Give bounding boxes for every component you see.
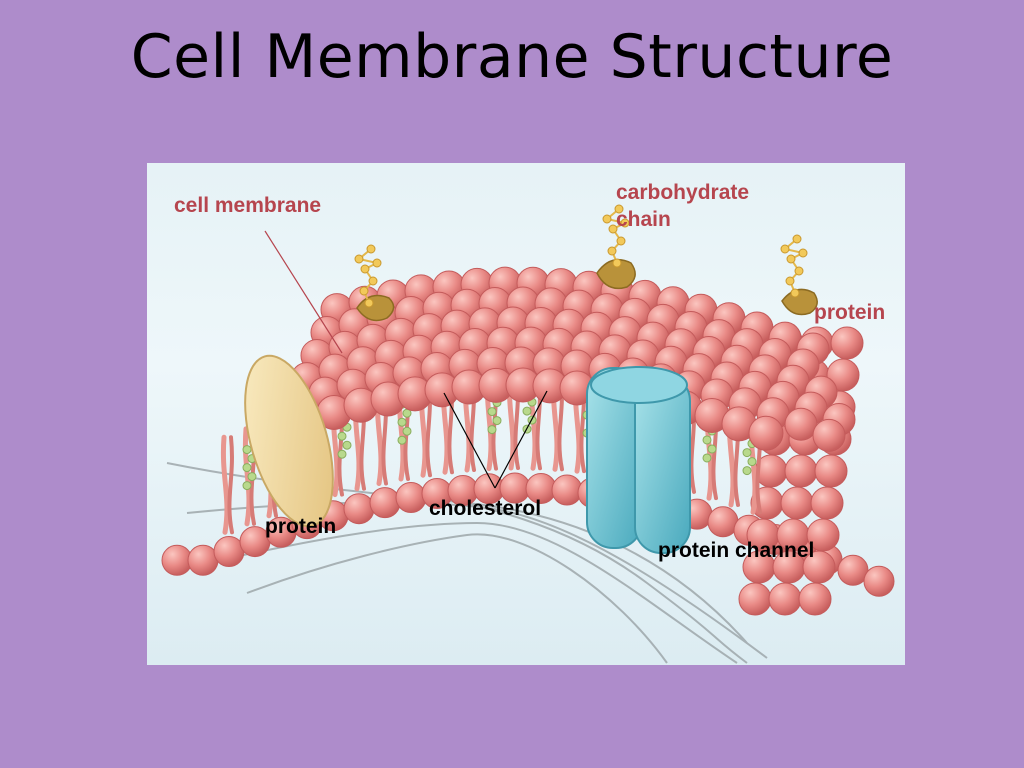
cholesterol-dot — [492, 416, 502, 426]
sugar-unit — [366, 244, 376, 254]
sugar-unit — [798, 248, 808, 258]
sugar-unit — [794, 266, 804, 276]
sugar-unit — [368, 276, 378, 286]
sugar-unit — [359, 286, 369, 296]
label-cell-membrane: cell membrane — [174, 194, 322, 217]
label-carbohydrate-line2: chain — [616, 208, 671, 232]
phospholipid-tail — [242, 426, 252, 527]
label-protein-left: protein — [265, 515, 337, 538]
cholesterol-dot — [397, 417, 407, 427]
sugar-unit — [372, 258, 382, 268]
phospholipid-tail — [227, 435, 234, 535]
sugar-unit — [620, 218, 630, 228]
phospholipid-head — [187, 544, 219, 576]
cholesterol-dot — [247, 472, 257, 482]
phospholipid-head — [812, 418, 846, 452]
sugar-unit — [360, 264, 370, 274]
cholesterol-dot — [242, 445, 252, 455]
phospholipid-tail — [220, 434, 230, 535]
sugar-unit — [786, 254, 796, 264]
phospholipid-head — [738, 582, 772, 616]
sugar-unit — [785, 276, 795, 286]
phospholipid-head — [551, 474, 583, 506]
phospholipid-head — [830, 326, 864, 360]
sugar-unit — [364, 298, 374, 308]
cholesterol-dot — [337, 449, 347, 459]
label-pointer-lines — [264, 230, 548, 489]
cholesterol-dot — [402, 426, 412, 436]
cholesterol-dot — [342, 440, 352, 450]
label-carbohydrate-chain: carbohydrate chain — [616, 179, 749, 234]
phospholipid-head — [863, 565, 895, 597]
channel-protein — [586, 366, 691, 554]
phospholipid-head — [784, 407, 818, 441]
cholesterol-dot — [702, 435, 712, 445]
label-protein-top: protein — [814, 301, 886, 324]
sugar-unit — [616, 236, 626, 246]
phospholipid-head — [780, 486, 814, 520]
cholesterol-dot — [242, 481, 252, 491]
sugar-unit — [354, 254, 364, 264]
phospholipid-head — [814, 454, 848, 488]
cholesterol-dot — [522, 406, 532, 416]
sugar-unit — [780, 244, 790, 254]
label-protein-channel: protein channel — [658, 539, 815, 562]
phospholipid-head — [837, 554, 869, 586]
sugar-unit — [790, 288, 800, 298]
membrane-diagram: cell membrane carbohydrate chain protein… — [147, 163, 905, 665]
label-cholesterol: cholesterol — [429, 497, 542, 520]
cholesterol-dot — [742, 448, 752, 458]
phospholipid-head — [369, 487, 401, 519]
phospholipid-head — [784, 454, 818, 488]
cholesterol-dot — [747, 457, 757, 467]
slide-title: Cell Membrane Structure — [130, 22, 894, 92]
cholesterol-dot — [487, 425, 497, 435]
sugar-unit — [612, 258, 622, 268]
cholesterol-dot — [337, 431, 347, 441]
phospholipid-head — [707, 506, 739, 538]
phospholipid-head — [395, 482, 427, 514]
sugar-unit — [614, 204, 624, 214]
phospholipid-head — [798, 582, 832, 616]
cholesterol-dot — [397, 435, 407, 445]
integral-protein — [244, 354, 334, 528]
sugar-unit — [792, 234, 802, 244]
sugar-unit — [607, 246, 617, 256]
phospholipid-head — [768, 582, 802, 616]
membrane-illustration — [161, 204, 895, 664]
sugar-unit — [602, 214, 612, 224]
label-carbohydrate-line1: carbohydrate — [616, 181, 750, 204]
phospholipid-head — [810, 486, 844, 520]
carbohydrate-chains — [354, 204, 808, 308]
cholesterol-dot — [742, 466, 752, 476]
phospholipid-upper-layer — [280, 266, 856, 452]
cholesterol-dot — [702, 453, 712, 463]
cholesterol-dot — [707, 444, 717, 454]
cholesterol-dot — [487, 407, 497, 417]
phospholipid-head — [343, 493, 375, 525]
cholesterol-dot — [242, 463, 252, 473]
phospholipid-head — [213, 536, 245, 568]
phospholipid-head — [748, 415, 784, 451]
sugar-unit — [608, 224, 618, 234]
